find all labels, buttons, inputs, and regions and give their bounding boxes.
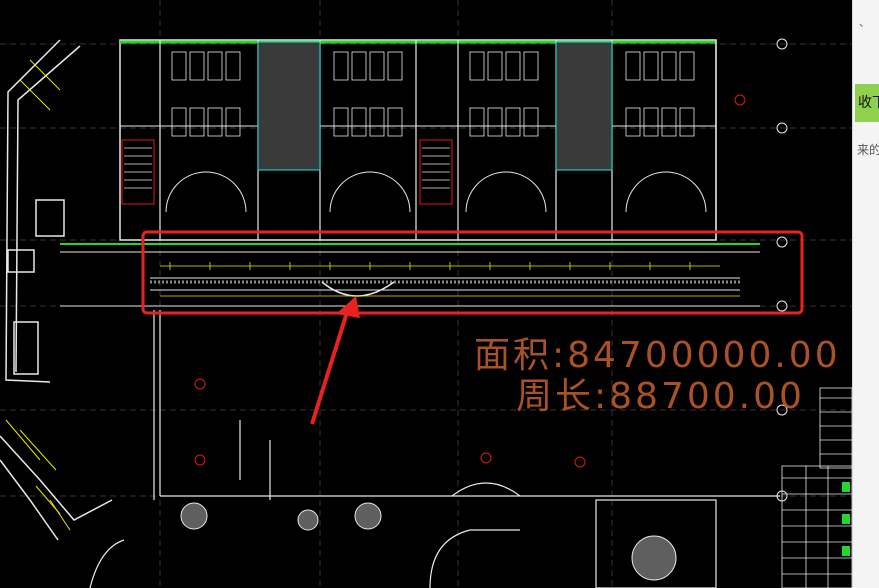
left-wing-walls <box>0 39 113 541</box>
side-panel-dash: 、 <box>859 16 870 29</box>
classroom-blocks <box>119 39 717 241</box>
stair-treads <box>124 147 450 189</box>
trees <box>180 502 677 581</box>
cad-drawing-canvas[interactable] <box>0 0 852 588</box>
dimension-ticks <box>160 262 740 297</box>
perimeter-measurement-text: 周长:88700.00 <box>516 376 805 417</box>
door-swing-arcs <box>165 171 707 213</box>
side-panel-tab[interactable]: 收下 <box>855 84 879 122</box>
desk-rows <box>171 51 695 137</box>
side-panel-hint-text: 来的 <box>857 143 879 157</box>
red-pointer-arrow-icon <box>310 296 360 425</box>
left-wing-hatch <box>5 59 71 531</box>
corridor <box>60 243 760 307</box>
side-panel: 、 收下 来的 <box>852 0 879 588</box>
schedule-green-cells <box>842 482 850 556</box>
schedule-table <box>781 387 852 588</box>
selection-highlight-box[interactable] <box>141 230 804 315</box>
lower-area <box>89 310 780 588</box>
area-measurement-text: 面积:84700000.00 <box>474 335 841 376</box>
